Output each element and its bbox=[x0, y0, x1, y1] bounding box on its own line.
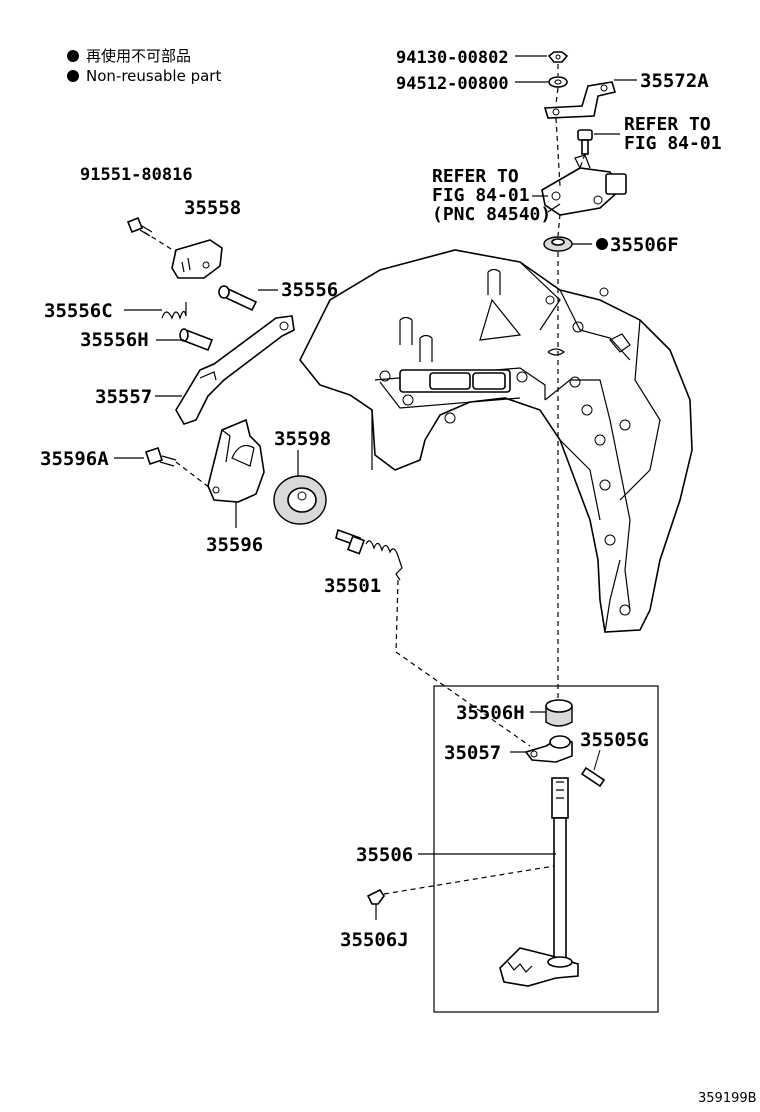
label-35596: 35596 bbox=[206, 534, 263, 556]
legend-item-en: Non-reusable part bbox=[86, 67, 221, 85]
inset-box bbox=[433, 685, 659, 1013]
label-94512-00800: 94512-00800 bbox=[396, 74, 509, 94]
label-35506H: 35506H bbox=[456, 702, 525, 724]
figure-id: 359199B bbox=[698, 1091, 757, 1106]
label-35057: 35057 bbox=[444, 742, 501, 764]
label-35572A: 35572A bbox=[640, 70, 709, 92]
part-35596A-bolt bbox=[144, 446, 177, 467]
part-35556C-spring bbox=[161, 302, 187, 320]
legend-item-ja: 再使用不可部品 bbox=[86, 47, 191, 65]
reference-notes: REFER TO FIG 84-01 REFER TO FIG 84-01 (P… bbox=[432, 114, 722, 225]
ref1-line1: REFER TO bbox=[624, 114, 711, 135]
label-35505G: 35505G bbox=[580, 729, 649, 751]
label-94130-00802: 94130-00802 bbox=[396, 48, 509, 68]
label-35556: 35556 bbox=[281, 279, 338, 301]
ref2-line3: (PNC 84540) bbox=[432, 204, 551, 225]
label-35596A: 35596A bbox=[40, 448, 109, 470]
label-91551-80816: 91551-80816 bbox=[80, 165, 193, 185]
part-94512-washer bbox=[548, 76, 568, 88]
legend-bullet-icon bbox=[67, 70, 79, 82]
non-reusable-bullet-icon bbox=[596, 238, 608, 250]
legend-bullet-icon bbox=[67, 50, 79, 62]
assembly-lines bbox=[143, 64, 586, 895]
part-35596-plate bbox=[207, 418, 265, 503]
part-35558-plate bbox=[171, 239, 223, 279]
label-35506F: 35506F bbox=[610, 234, 679, 256]
neutral-start-switch bbox=[541, 154, 627, 216]
part-35506J-clip bbox=[366, 888, 385, 905]
part-35572A bbox=[543, 81, 617, 119]
label-35501: 35501 bbox=[324, 575, 381, 597]
part-94130-nut bbox=[547, 51, 569, 63]
part-35501-shaft bbox=[335, 528, 403, 581]
part-35556H-roller bbox=[179, 328, 214, 352]
label-35506: 35506 bbox=[356, 844, 413, 866]
ref2-line1: REFER TO bbox=[432, 166, 519, 187]
label-35556H: 35556H bbox=[80, 329, 149, 351]
label-35556C: 35556C bbox=[44, 300, 113, 322]
legend: 再使用不可部品 Non-reusable part bbox=[67, 47, 221, 85]
switch-bolt bbox=[577, 129, 593, 155]
leader-lines bbox=[114, 55, 637, 920]
part-35506H-collar bbox=[545, 699, 573, 727]
part-91551-bolt bbox=[126, 216, 153, 237]
label-35558: 35558 bbox=[184, 197, 241, 219]
label-35557: 35557 bbox=[95, 386, 152, 408]
part-35598-seal bbox=[273, 475, 327, 525]
part-35057-plate bbox=[524, 735, 573, 763]
ref1-line2: FIG 84-01 bbox=[624, 133, 722, 154]
label-35506J: 35506J bbox=[340, 929, 409, 951]
part-35556-pin bbox=[218, 285, 258, 312]
part-labels: 94130-00802 94512-00800 35572A 91551-808… bbox=[40, 48, 709, 951]
transmission-housing bbox=[299, 249, 693, 633]
part-35505G-pin bbox=[580, 766, 606, 788]
ref2-line2: FIG 84-01 bbox=[432, 185, 530, 206]
part-35557-lever bbox=[175, 315, 295, 425]
label-35598: 35598 bbox=[274, 428, 331, 450]
part-35506-shaft bbox=[499, 777, 579, 987]
part-35506F-seal bbox=[543, 236, 573, 252]
